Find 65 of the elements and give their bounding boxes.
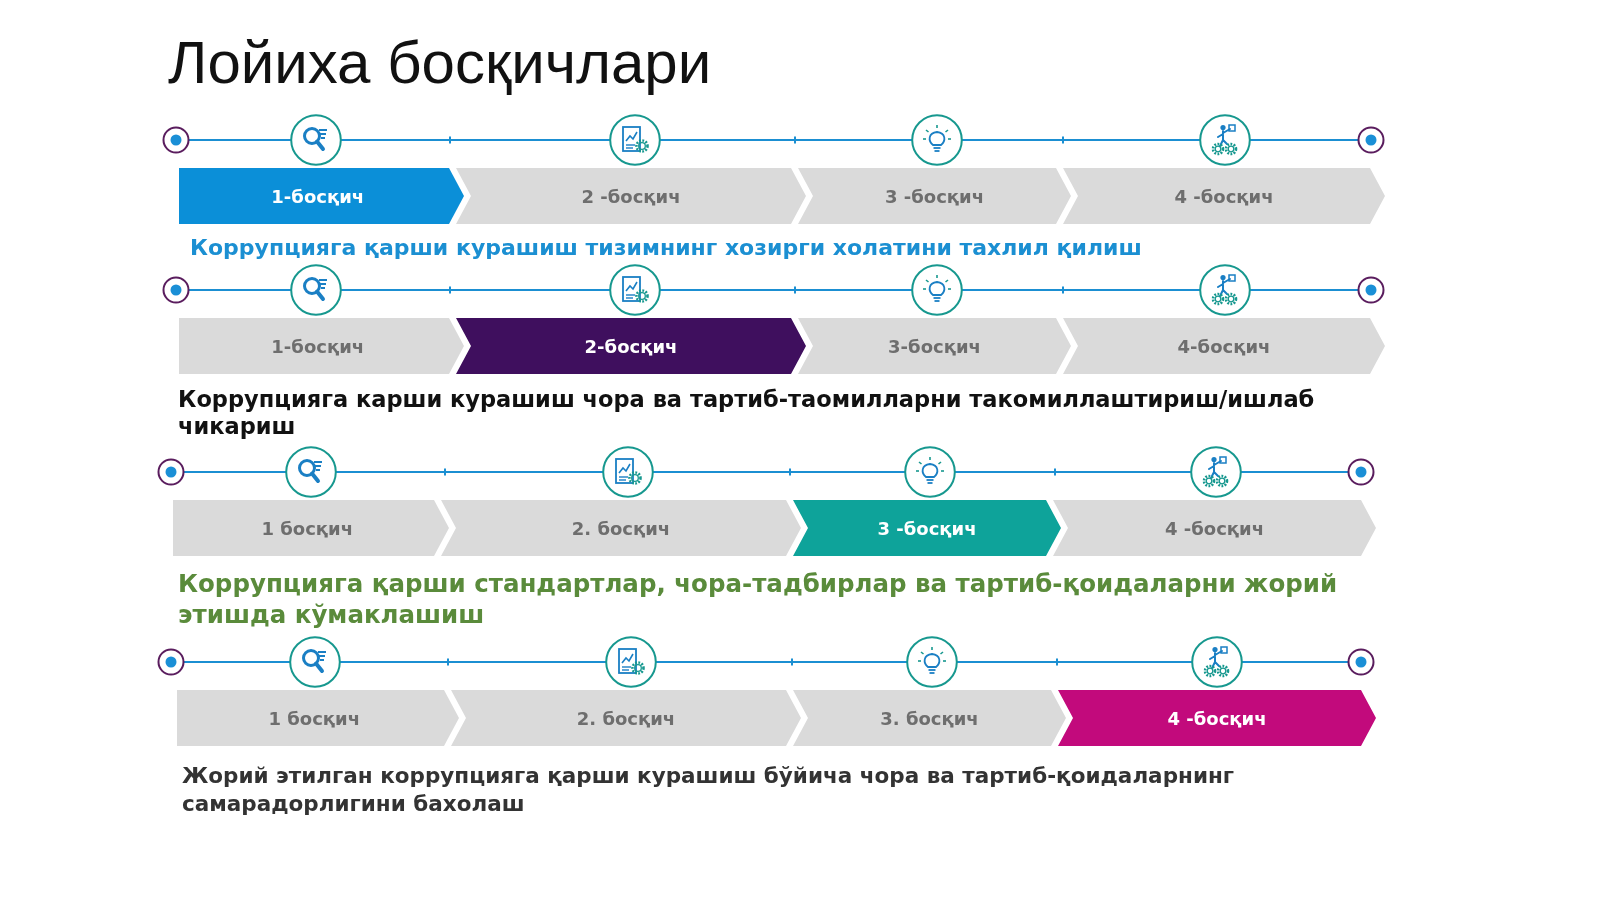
timeline-dot-icon bbox=[1357, 126, 1385, 154]
process-step: 2. босқич bbox=[451, 690, 801, 746]
process-step: 3 -босқич bbox=[798, 168, 1071, 224]
timeline-dot-icon bbox=[162, 276, 190, 304]
process-step: 4 -босқич bbox=[1063, 168, 1385, 224]
person-gears-icon bbox=[1199, 264, 1251, 316]
timeline-line bbox=[655, 657, 908, 667]
magnifier-icon bbox=[290, 114, 342, 166]
process-step: 1 босқич bbox=[177, 690, 459, 746]
lightbulb-icon bbox=[906, 636, 958, 688]
timeline-dot-icon bbox=[1347, 458, 1375, 486]
timeline-line bbox=[183, 471, 287, 473]
timeline-dot-icon bbox=[162, 126, 190, 154]
timeline-line bbox=[188, 289, 292, 291]
timeline-line bbox=[652, 467, 906, 477]
timeline-line bbox=[339, 657, 607, 667]
timeline-line bbox=[956, 657, 1193, 667]
process-step: 2 -босқич bbox=[456, 168, 806, 224]
page-title: Лойиха босқичлари bbox=[168, 30, 712, 96]
lightbulb-icon bbox=[904, 446, 956, 498]
process-step: 2. босқич bbox=[441, 500, 801, 556]
process-step: 3-босқич bbox=[798, 318, 1071, 374]
document-gear-icon bbox=[609, 114, 661, 166]
stage-description: Жорий этилган коррупцияга қарши курашиш бўйича чора ва тартиб-қоидаларнинг самарадорлигини бахолаш bbox=[182, 762, 1236, 818]
person-gears-icon bbox=[1190, 446, 1242, 498]
timeline-line bbox=[335, 467, 604, 477]
process-step: 2-босқич bbox=[456, 318, 806, 374]
timeline-line bbox=[659, 285, 913, 295]
timeline-line bbox=[340, 285, 611, 295]
process-step: 3 -босқич bbox=[793, 500, 1061, 556]
timeline-line bbox=[1240, 471, 1349, 473]
timeline-line bbox=[1249, 289, 1359, 291]
timeline-line bbox=[1241, 661, 1349, 663]
document-gear-icon bbox=[605, 636, 657, 688]
timeline-line bbox=[340, 135, 611, 145]
person-gears-icon bbox=[1199, 114, 1251, 166]
stage-description: Коррупцияга карши курашиш чора ва тартиб-таомилларни такомиллаштириш/ишлаб чикариш bbox=[178, 386, 1316, 440]
document-gear-icon bbox=[609, 264, 661, 316]
timeline-dot-icon bbox=[1357, 276, 1385, 304]
timeline-line bbox=[961, 285, 1201, 295]
process-step: 1-босқич bbox=[179, 168, 464, 224]
magnifier-icon bbox=[285, 446, 337, 498]
lightbulb-icon bbox=[911, 264, 963, 316]
stage-description: Коррупцияга қарши курашиш тизимнинг хозирги холатини тахлил қилиш bbox=[190, 234, 1142, 262]
timeline-line bbox=[183, 661, 291, 663]
process-step: 4 -босқич bbox=[1053, 500, 1376, 556]
timeline-dot-icon bbox=[1347, 648, 1375, 676]
process-step: 3. босқич bbox=[793, 690, 1066, 746]
timeline-line bbox=[188, 139, 292, 141]
timeline-line bbox=[954, 467, 1192, 477]
timeline-dot-icon bbox=[157, 648, 185, 676]
timeline-line bbox=[659, 135, 913, 145]
process-step: 4 -босқич bbox=[1058, 690, 1376, 746]
magnifier-icon bbox=[290, 264, 342, 316]
person-gears-icon bbox=[1191, 636, 1243, 688]
process-step: 1-босқич bbox=[179, 318, 464, 374]
process-step: 4-босқич bbox=[1063, 318, 1385, 374]
process-step: 1 босқич bbox=[173, 500, 449, 556]
timeline-dot-icon bbox=[157, 458, 185, 486]
timeline-line bbox=[1249, 139, 1359, 141]
lightbulb-icon bbox=[911, 114, 963, 166]
magnifier-icon bbox=[289, 636, 341, 688]
timeline-line bbox=[961, 135, 1201, 145]
document-gear-icon bbox=[602, 446, 654, 498]
stage-description: Коррупцияга қарши стандартлар, чора-тадбирлар ва тартиб-қоидаларни жорий этишда кўмаклашиш bbox=[178, 568, 1338, 630]
